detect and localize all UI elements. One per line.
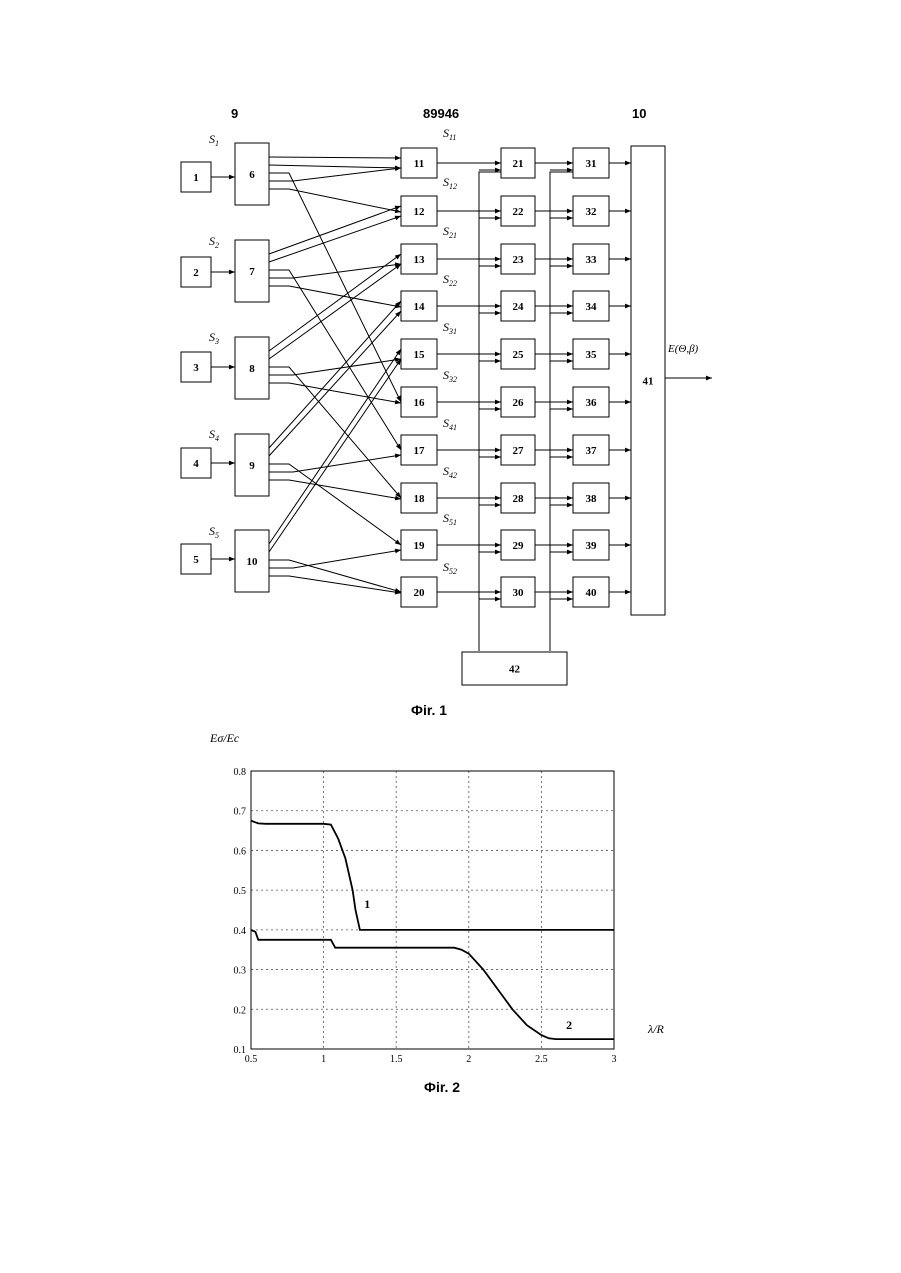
y-tick-label: 0.2 bbox=[234, 1005, 247, 1016]
series-label-1: 1 bbox=[364, 897, 370, 911]
fig2-caption: Фіr. 2 bbox=[424, 1079, 460, 1095]
x-tick-label: 3 bbox=[612, 1054, 617, 1065]
y-tick-label: 0.6 bbox=[234, 846, 247, 857]
x-tick-label: 1.5 bbox=[390, 1054, 403, 1065]
series-label-2: 2 bbox=[566, 1018, 572, 1032]
plot-frame bbox=[251, 771, 614, 1049]
x-tick-label: 1 bbox=[321, 1054, 326, 1065]
x-tick-label: 2.5 bbox=[535, 1054, 548, 1065]
y-tick-label: 0.8 bbox=[234, 767, 247, 778]
x-tick-label: 2 bbox=[466, 1054, 471, 1065]
y-tick-label: 0.4 bbox=[234, 926, 247, 937]
series-line-2 bbox=[251, 930, 614, 1039]
x-axis-label: λ/R bbox=[647, 1022, 665, 1036]
y-tick-label: 0.7 bbox=[234, 807, 247, 818]
y-tick-label: 0.5 bbox=[234, 886, 247, 897]
y-axis-label: Eσ/Ec bbox=[209, 731, 240, 745]
series-line-1 bbox=[251, 821, 614, 930]
y-tick-label: 0.3 bbox=[234, 966, 247, 977]
y-tick-label: 0.1 bbox=[234, 1045, 247, 1056]
x-tick-label: 0.5 bbox=[245, 1054, 258, 1065]
